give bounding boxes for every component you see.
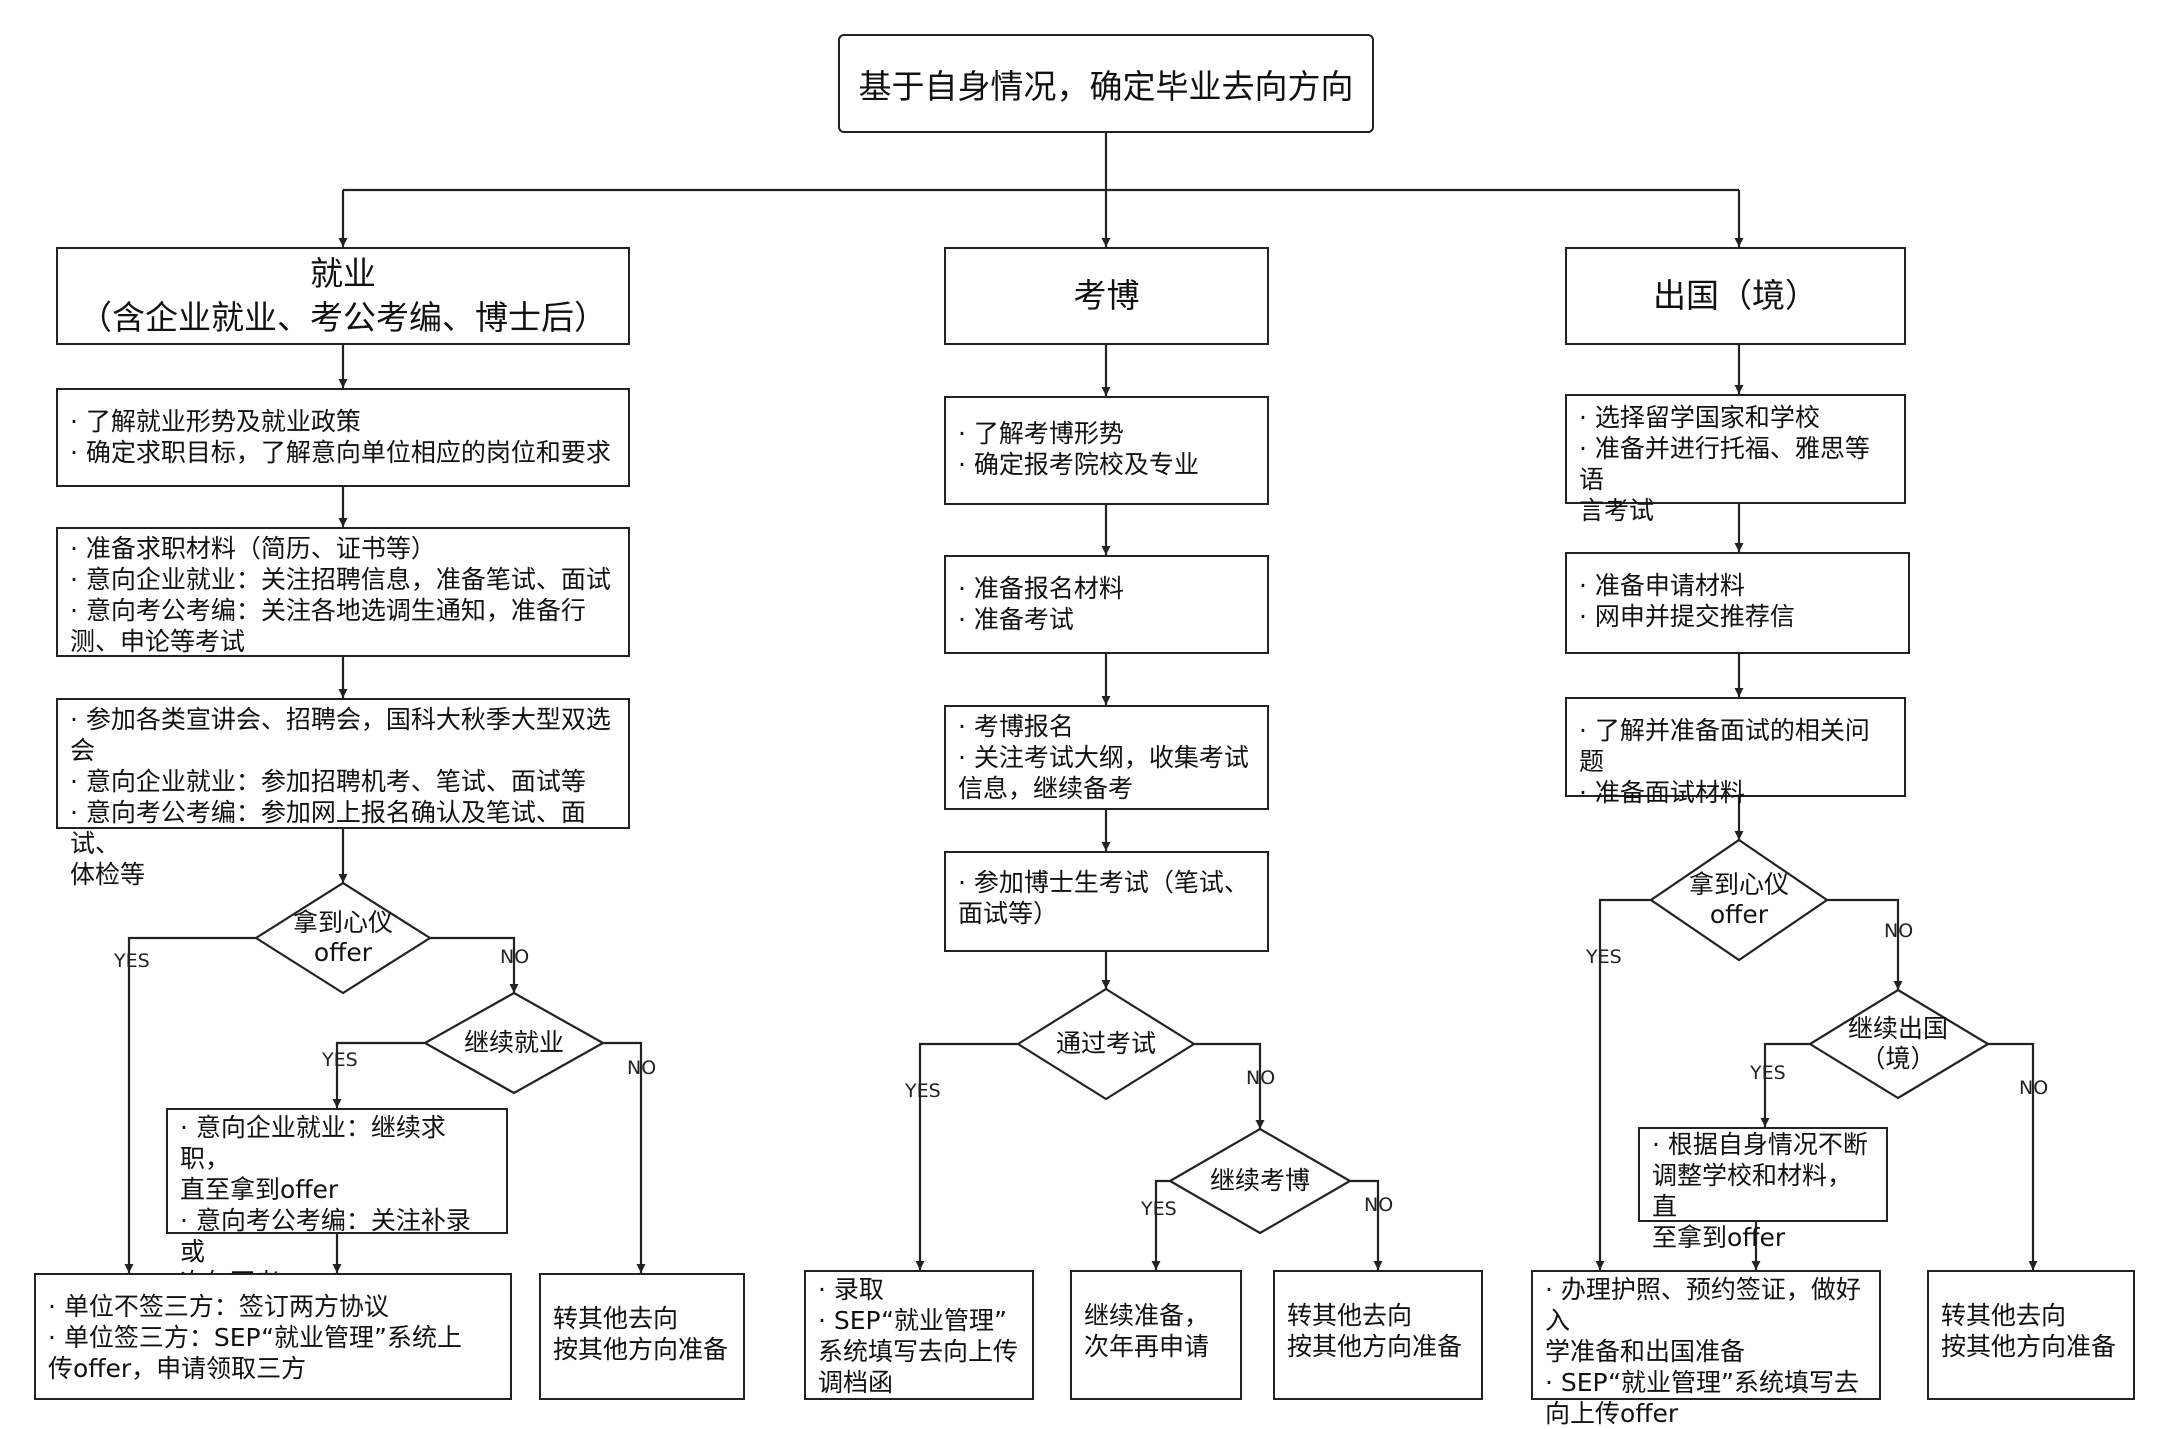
emp-continue-yes-label: YES xyxy=(322,1049,358,1071)
arrow-emp-continue-yes xyxy=(332,1041,425,1108)
abroad-decision2-label: 继续出国 （境） xyxy=(1847,1014,1948,1073)
arrow-phd-continue-no xyxy=(1350,1179,1383,1270)
abroad-yes-label: YES xyxy=(1586,946,1622,968)
root-box: 基于自身情况，确定毕业去向方向 xyxy=(838,34,1374,133)
abroad-continue-box: · 根据自身情况不断 调整学校和材料，直 至拿到offer xyxy=(1638,1127,1888,1252)
arrow-phd-no xyxy=(1194,1042,1265,1129)
phd-decision1-label: 通过考试 xyxy=(1055,1029,1156,1058)
phd-result-no: 转其他去向 按其他方向准备 xyxy=(1273,1270,1483,1400)
emp-continue-no-label: NO xyxy=(627,1057,657,1079)
employment-step2: · 准备求职材料（简历、证书等） · 意向企业就业：关注招聘信息，准备笔试、面试… xyxy=(56,527,630,657)
phd-continue-no-label: NO xyxy=(1364,1194,1394,1216)
abroad-header: 出国（境） xyxy=(1565,247,1906,345)
arrow-abroad-continue-no xyxy=(1988,1042,2038,1270)
emp-yes-label: YES xyxy=(114,950,150,972)
phd-step4: · 参加博士生考试（笔试、 面试等） xyxy=(944,851,1269,952)
employment-step1: · 了解就业形势及就业政策 · 确定求职目标，了解意向单位相应的岗位和要求 xyxy=(56,388,630,487)
abroad-step2: · 准备申请材料 · 网申并提交推荐信 xyxy=(1565,552,1910,654)
phd-header: 考博 xyxy=(944,247,1269,345)
employment-continue-box: · 意向企业就业：继续求职， 直至拿到offer · 意向考公考编：关注补录或 … xyxy=(166,1108,508,1297)
employment-header: 就业 （含企业就业、考公考编、博士后） xyxy=(56,247,630,345)
employment-result-yes: · 单位不签三方：签订两方协议 · 单位签三方：SEP“就业管理”系统上 传of… xyxy=(34,1273,512,1400)
abroad-decision1-diamond xyxy=(1649,838,1829,962)
phd-continue-yes-label: YES xyxy=(1141,1198,1177,1220)
abroad-no-label: NO xyxy=(1884,920,1914,942)
abroad-continue-yes-label: YES xyxy=(1750,1062,1786,1084)
emp-no-label: NO xyxy=(500,946,530,968)
arrow-abroad-continue-yes xyxy=(1760,1042,1810,1127)
phd-step2: · 准备报名材料 · 准备考试 xyxy=(944,555,1269,654)
arrow-phd-continue-yes xyxy=(1151,1179,1170,1270)
employment-result-no: 转其他去向 按其他方向准备 xyxy=(539,1273,745,1400)
emp-decision1-diamond xyxy=(253,881,433,995)
abroad-decision1-label: 拿到心仪 offer xyxy=(1688,870,1789,929)
abroad-continue-no-label: NO xyxy=(2019,1077,2049,1099)
arrow-abroad-yes xyxy=(1595,898,1651,1270)
arrow-emp-continue-no xyxy=(603,1041,646,1273)
abroad-step1: · 选择留学国家和学校 · 准备并进行托福、雅思等语 言考试 xyxy=(1565,394,1906,525)
phd-yes-label: YES xyxy=(905,1080,941,1102)
arrow-emp-no xyxy=(430,936,519,993)
employment-decision2-label: 继续就业 xyxy=(463,1028,564,1057)
phd-step3: · 考博报名 · 关注考试大纲，收集考试 信息，继续备考 xyxy=(944,705,1269,810)
abroad-result-no: 转其他去向 按其他方向准备 xyxy=(1927,1270,2135,1400)
arrow-abroad-no xyxy=(1827,898,1903,990)
phd-decision2-diamond xyxy=(1167,1127,1353,1235)
arrow-phd-yes xyxy=(915,1042,1018,1270)
phd-no-label: NO xyxy=(1246,1067,1276,1089)
abroad-result-yes: · 办理护照、预约签证，做好入 学准备和出国准备 · SEP“就业管理”系统填写… xyxy=(1531,1270,1881,1428)
phd-result-continue: 继续准备， 次年再申请 xyxy=(1070,1270,1242,1400)
arrow-emp-yes xyxy=(124,936,256,1273)
employment-decision1-label: 拿到心仪 offer xyxy=(292,908,393,967)
phd-decision2-label: 继续考博 xyxy=(1209,1166,1310,1195)
phd-decision1-diamond xyxy=(1015,987,1197,1101)
abroad-decision2-diamond xyxy=(1807,988,1991,1100)
employment-step3: · 参加各类宣讲会、招聘会，国科大秋季大型双选会 · 意向企业就业：参加招聘机考… xyxy=(56,698,630,889)
abroad-step3: · 了解并准备面试的相关问题 · 准备面试材料 xyxy=(1565,697,1906,807)
phd-step1: · 了解考博形势 · 确定报考院校及专业 xyxy=(944,396,1269,505)
phd-result-yes: · 录取 · SEP“就业管理” 系统填写去向上传 调档函 xyxy=(804,1270,1034,1400)
emp-decision2-diamond xyxy=(422,991,606,1095)
